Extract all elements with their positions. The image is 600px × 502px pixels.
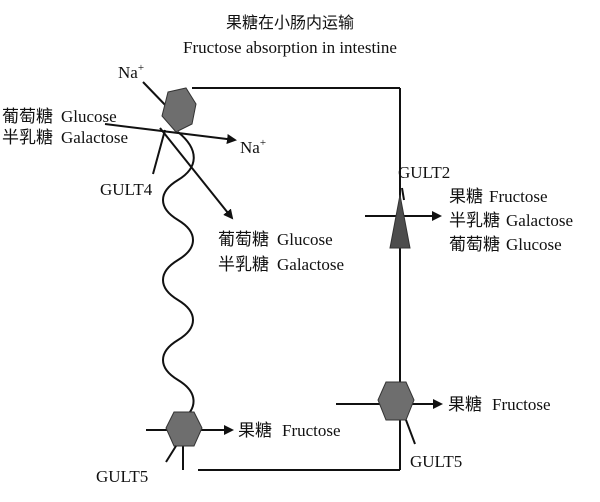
glucose-galactose-arrow <box>159 127 234 220</box>
gult5-left-transporter <box>165 411 203 447</box>
gult4-label: GULT4 <box>100 180 153 199</box>
gult5-right-label: GULT5 <box>410 452 462 471</box>
title-en: Fructose absorption in intestine <box>183 38 397 57</box>
na-in-label: Na+ <box>118 62 144 82</box>
na-out-label: Na+ <box>240 137 266 157</box>
gult2-pointer <box>401 187 405 201</box>
gult4-pointer <box>152 129 166 175</box>
gult5-right-pointer <box>405 419 416 445</box>
gult5-left-pointer <box>165 445 177 463</box>
gult4-transporter <box>161 87 197 133</box>
gult2-label: GULT2 <box>398 163 450 182</box>
na-arrow <box>104 123 237 144</box>
apical-wavy-membrane <box>162 131 195 421</box>
title-cn: 果糖在小肠内运输 <box>226 13 354 32</box>
gult2-transporter <box>389 194 411 249</box>
gult5-left-label: GULT5 <box>96 467 148 486</box>
gult5-right-transporter <box>377 381 415 421</box>
